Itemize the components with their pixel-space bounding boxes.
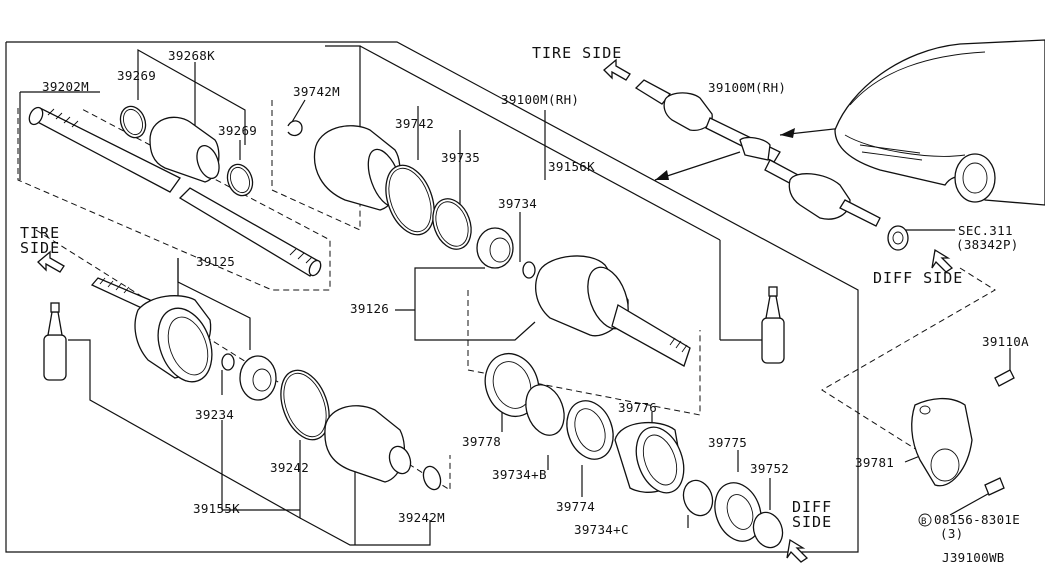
label-tire-side-top: TIRE SIDE — [532, 44, 622, 62]
label-39126: 39126 — [350, 301, 389, 316]
label-38342P: (38342P) — [956, 237, 1019, 252]
label-39775: 39775 — [708, 435, 747, 450]
middle-boot-39742 — [287, 120, 472, 250]
label-39269-b: 39269 — [218, 123, 257, 138]
label-39268K: 39268K — [168, 48, 215, 63]
label-39742M: 39742M — [293, 84, 340, 99]
label-bolt-qty: (3) — [940, 526, 963, 541]
label-39735: 39735 — [441, 150, 480, 165]
bolt-prefix-circle — [918, 513, 932, 527]
inner-housing — [535, 255, 691, 367]
outer-boot-39242 — [280, 369, 442, 491]
bracket-39781 — [911, 369, 1015, 496]
label-39202M: 39202M — [42, 79, 89, 94]
label-39242: 39242 — [270, 460, 309, 475]
label-diff-side-bottom-2: SIDE — [792, 513, 832, 531]
label-bolt-prefix: B — [921, 517, 927, 527]
label-39110A: 39110A — [982, 334, 1029, 349]
label-39269-a: 39269 — [117, 68, 156, 83]
label-bolt-code: 08156-8301E — [934, 512, 1020, 527]
label-39100M-car: 39100M(RH) — [708, 80, 786, 95]
part-labels: TIRE SIDE TIRE SIDE DIFF SIDE DIFF SIDE … — [20, 44, 1029, 565]
label-39125: 39125 — [196, 254, 235, 269]
label-39734B: 39734+B — [492, 467, 547, 482]
assembled-driveshaft — [634, 79, 909, 251]
label-sec311: SEC.311 — [958, 223, 1013, 238]
outer-joint-39155K — [90, 277, 277, 401]
label-tire-side-left-2: SIDE — [20, 239, 60, 257]
grease-bottle-left — [43, 302, 67, 381]
label-39778: 39778 — [462, 434, 501, 449]
label-39734: 39734 — [498, 196, 537, 211]
label-39242M: 39242M — [398, 510, 445, 525]
tripod-joint — [476, 227, 536, 279]
outer-boot-39268K — [119, 105, 254, 197]
axle-shaft-39202M — [28, 106, 322, 277]
label-39781: 39781 — [855, 455, 894, 470]
label-39156K: 39156K — [548, 159, 595, 174]
label-diff-side-bottom-1: DIFF — [792, 498, 832, 516]
label-tire-side-left-1: TIRE — [20, 224, 60, 242]
label-39752: 39752 — [750, 461, 789, 476]
label-39742: 39742 — [395, 116, 434, 131]
vehicle-front — [834, 39, 1045, 206]
label-39100M-top: 39100M(RH) — [501, 92, 579, 107]
label-39234: 39234 — [195, 407, 234, 422]
diagram-id: J39100WB — [942, 550, 1005, 565]
label-39776: 39776 — [618, 400, 657, 415]
label-39155K: 39155K — [193, 501, 240, 516]
direction-arrows — [37, 58, 954, 563]
label-39774: 39774 — [556, 499, 595, 514]
diagram-frame — [5, 41, 859, 553]
bearing-parts — [484, 352, 784, 549]
label-diff-side-right: DIFF SIDE — [873, 269, 963, 287]
label-39734C: 39734+C — [574, 522, 629, 537]
grease-bottle-right — [761, 286, 785, 364]
leader-lines — [19, 45, 1011, 546]
